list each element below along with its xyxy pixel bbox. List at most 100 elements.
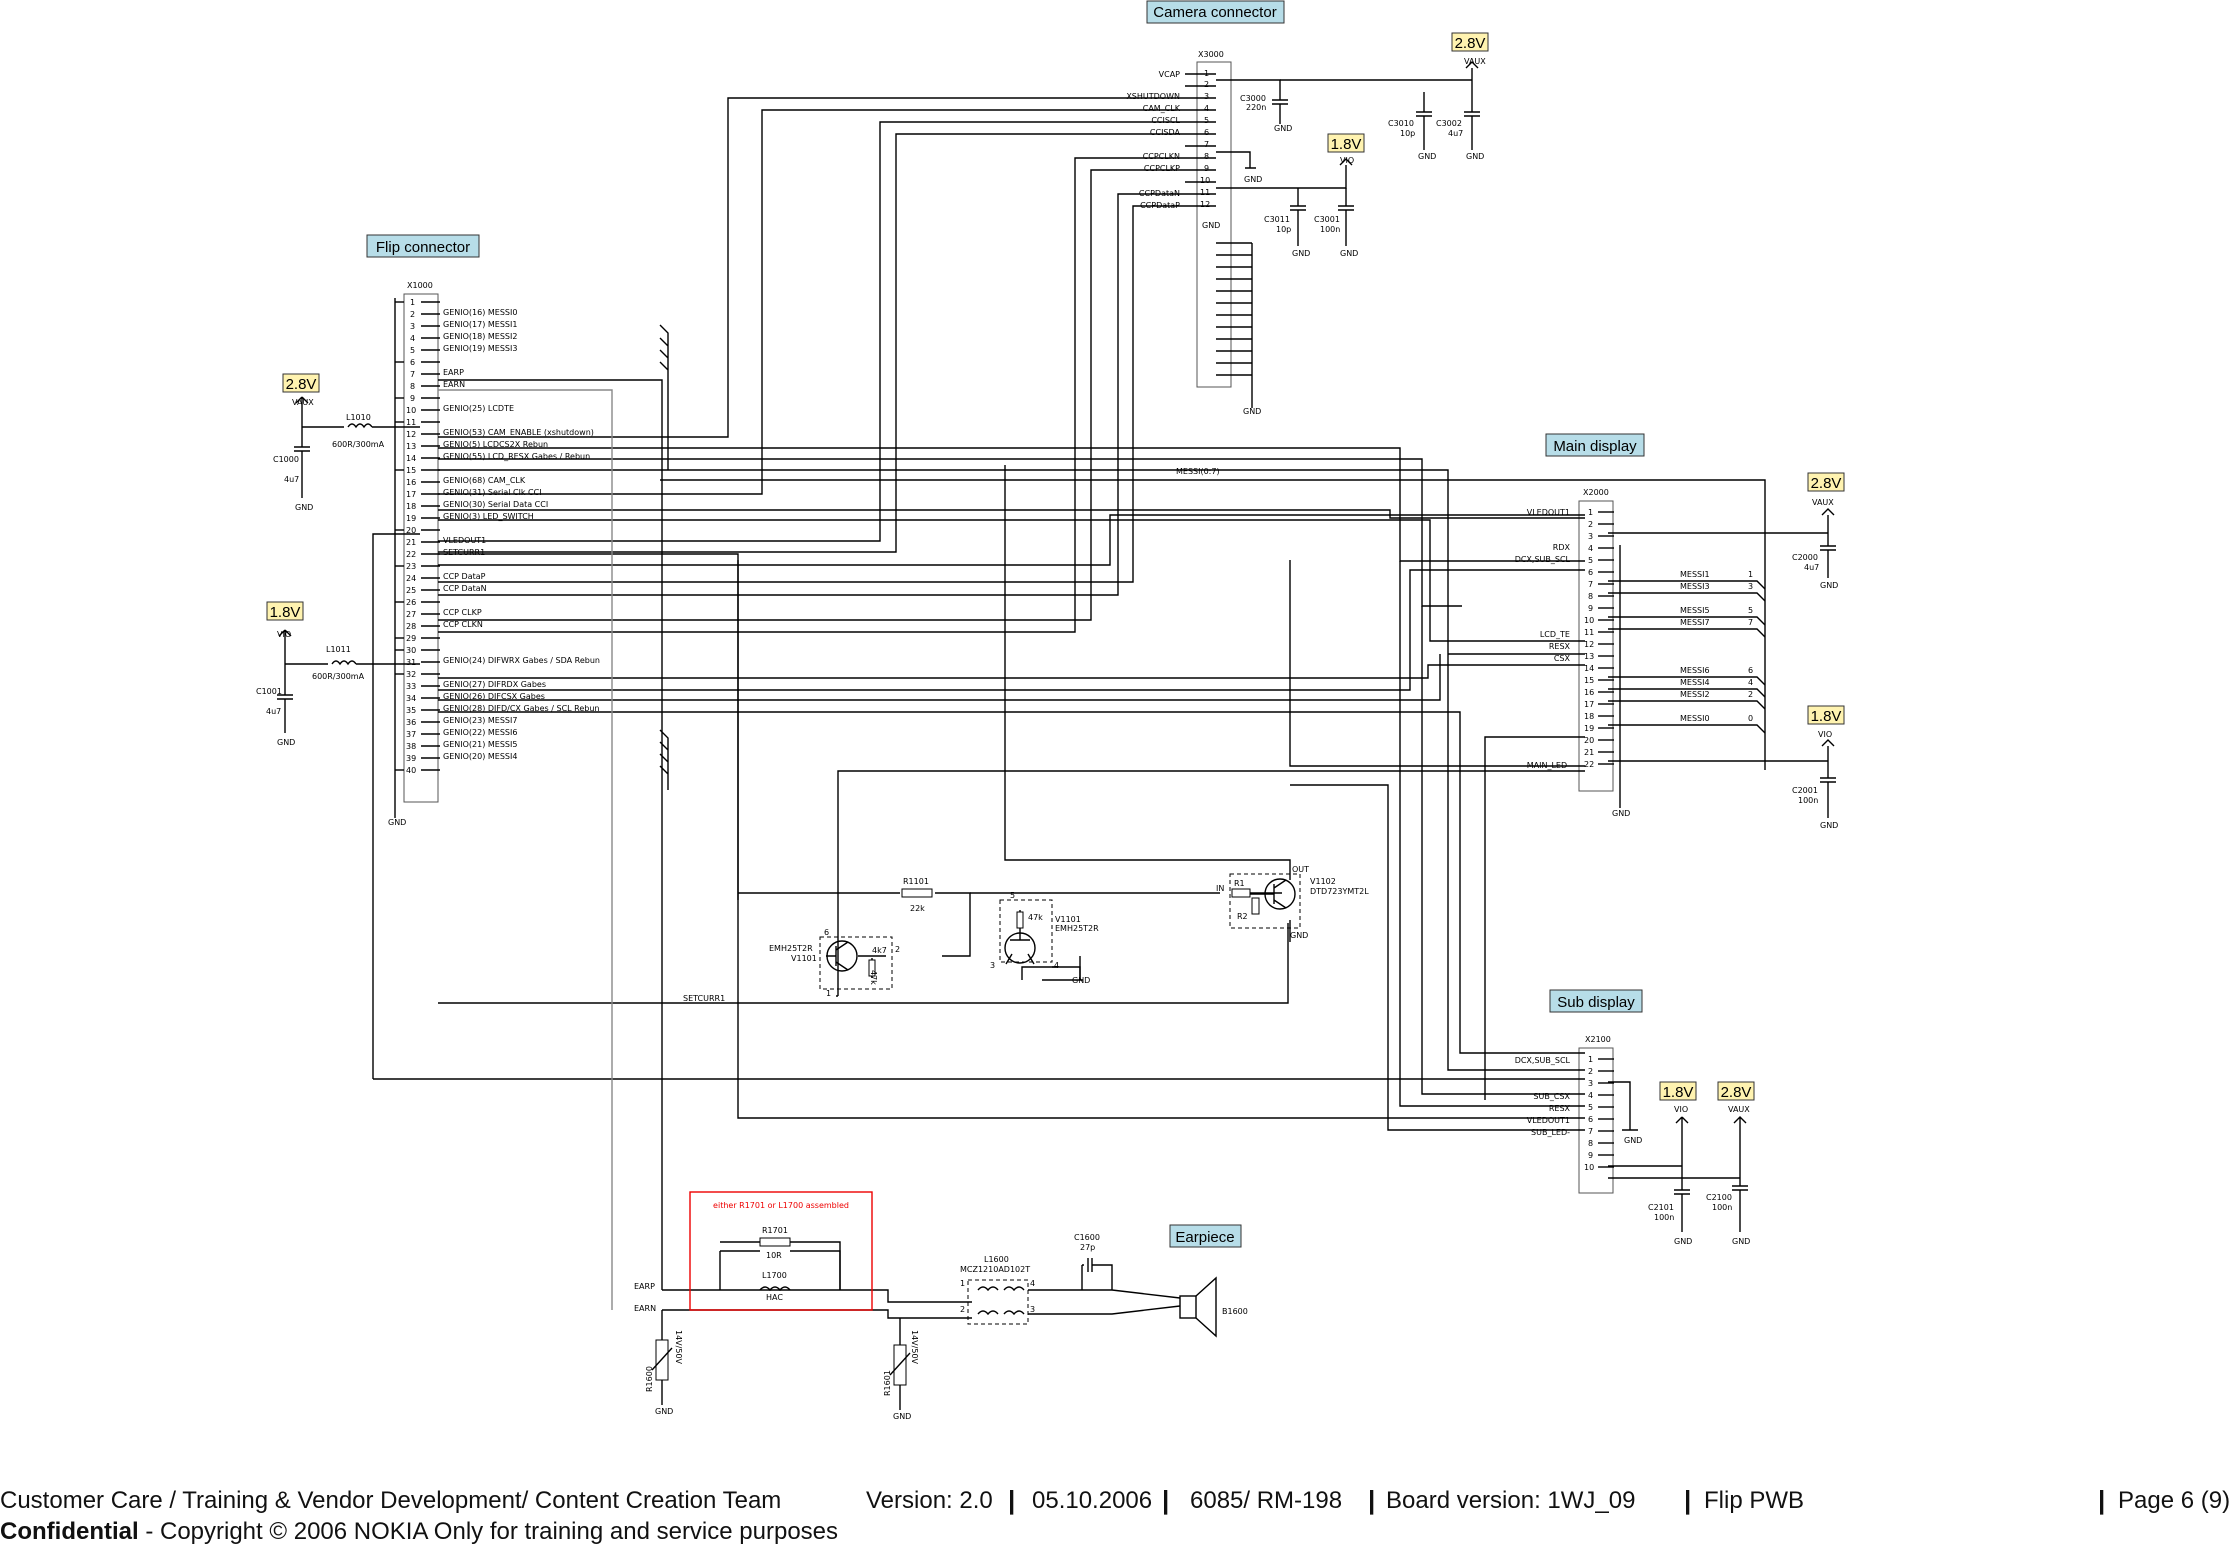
svg-text:V1101: V1101 [791,954,817,963]
main-pin-number: 3 [1588,532,1593,541]
svg-text:VAUX: VAUX [1464,57,1486,66]
svg-text:C3001: C3001 [1314,215,1340,224]
main-pin-number: 17 [1584,700,1594,709]
svg-text:2.8V: 2.8V [1721,1084,1752,1101]
flip-signal-label: EARN [443,380,465,389]
main-pin-number: 15 [1584,676,1594,685]
svg-text:4u7: 4u7 [1804,563,1819,572]
svg-text:C1600: C1600 [1074,1233,1100,1242]
svg-text:C3011: C3011 [1264,215,1290,224]
sub-display-label: Sub display [1549,989,1643,1013]
svg-text:R1600: R1600 [645,1366,654,1392]
flip-signal-label: GENIO(23) MESSI7 [443,716,517,725]
flip-signal-label: CCP DataN [443,584,487,593]
schematic-canvas: .w { stroke:#000; stroke-width:1.4; fill… [256,0,1845,1421]
svg-text:1: 1 [826,989,831,998]
flip-pin-number: 36 [406,718,416,727]
svg-text:4: 4 [1054,961,1059,970]
camera-connector-label: Camera connector [1146,0,1285,24]
svg-text:2.8V: 2.8V [1811,475,1842,492]
svg-text:VIO: VIO [1818,730,1832,739]
flip-pin-number: 40 [406,766,416,775]
transistor-v1101-left: 621 4k7 47k EMH25T2R V1101 [769,928,900,998]
svg-text:EMH25T2R: EMH25T2R [769,944,813,953]
svg-text:3: 3 [1204,92,1209,101]
svg-text:CCISDA: CCISDA [1150,128,1181,137]
sub-pin-number: 3 [1588,1079,1593,1088]
svg-text:1: 1 [960,1279,965,1288]
svg-text:Camera connector: Camera connector [1153,4,1276,21]
main-pin-number: 1 [1588,508,1593,517]
svg-text:100n: 100n [1320,225,1340,234]
messi-bus-label: MESSI(0:7) [1176,467,1220,476]
svg-text:C2101: C2101 [1648,1203,1674,1212]
main-pin-number: 12 [1584,640,1594,649]
svg-text:0: 0 [1748,714,1753,723]
svg-text:14V/50V: 14V/50V [674,1330,683,1365]
flip-pin-number: 15 [406,466,416,475]
svg-text:2: 2 [960,1305,965,1314]
sub-pin-number: 9 [1588,1151,1593,1160]
flip-signal-label: GENIO(25) LCDTE [443,404,514,413]
svg-text:10p: 10p [1276,225,1291,234]
svg-text:OUT: OUT [1292,865,1309,874]
filter-l1600: 12 43 L1600 MCZ1210AD102T C1600 27p [960,1233,1181,1325]
footer-team: Customer Care / Training & Vendor Develo… [0,1487,782,1514]
flip-signal-label: CCP CLKN [443,620,483,629]
flip-signal-label: GENIO(16) MESSI0 [443,308,517,317]
flip-signal-label: CCP CLKP [443,608,482,617]
voltage-badge-1v8-camera: 1.8V [1327,133,1365,153]
svg-text:2: 2 [1204,80,1209,89]
flip-pin-number: 12 [406,430,416,439]
svg-text:GND: GND [655,1407,673,1416]
svg-text:100n: 100n [1654,1213,1674,1222]
svg-text:1.8V: 1.8V [270,604,301,621]
svg-text:600R/300mA: 600R/300mA [312,672,365,681]
svg-text:2.8V: 2.8V [1455,35,1486,52]
svg-text:MCZ1210AD102T: MCZ1210AD102T [960,1265,1030,1274]
main-pin-number: 6 [1588,568,1593,577]
svg-text:C3010: C3010 [1388,119,1414,128]
svg-text:8: 8 [1204,152,1209,161]
svg-text:4k7: 4k7 [872,946,887,955]
interconnect-wires [372,97,1766,1319]
flip-pin-number: 21 [406,538,416,547]
svg-text:3: 3 [1030,1305,1035,1314]
voltage-badge-2v8-sub: 2.8V [1717,1081,1755,1101]
flip-pin-number: 4 [410,334,415,343]
main-pin-number: 11 [1584,628,1594,637]
svg-text:5: 5 [1204,116,1209,125]
svg-text:47k: 47k [869,970,878,985]
svg-text:R1101: R1101 [903,877,929,886]
svg-text:1: 1 [1748,570,1753,579]
flip-pin-number: 1 [410,298,415,307]
flip-pin-number: 20 [406,526,416,535]
svg-text:VIO: VIO [277,630,291,639]
flip-pin-number: 37 [406,730,416,739]
flip-pin-number: 26 [406,598,416,607]
flip-pin-number: 34 [406,694,416,703]
svg-text:MESSI6: MESSI6 [1680,666,1710,675]
svg-text:10: 10 [1200,176,1210,185]
svg-text:V1101: V1101 [1055,915,1081,924]
svg-text:2: 2 [895,945,900,954]
svg-text:HAC: HAC [766,1293,783,1302]
svg-text:C2100: C2100 [1706,1193,1732,1202]
flip-connector-label: Flip connector [366,234,480,258]
svg-text:10R: 10R [766,1251,782,1260]
svg-text:4u7: 4u7 [284,475,299,484]
svg-text:RDX: RDX [1553,543,1571,552]
earn-net-label: EARN [634,1304,656,1313]
svg-text:1.8V: 1.8V [1331,136,1362,153]
svg-text:GND: GND [295,503,313,512]
svg-text:GND: GND [1292,249,1310,258]
svg-text:12: 12 [1200,200,1210,209]
svg-text:5: 5 [1010,891,1015,900]
main-pin-number: 16 [1584,688,1594,697]
svg-text:GND: GND [1624,1136,1642,1145]
